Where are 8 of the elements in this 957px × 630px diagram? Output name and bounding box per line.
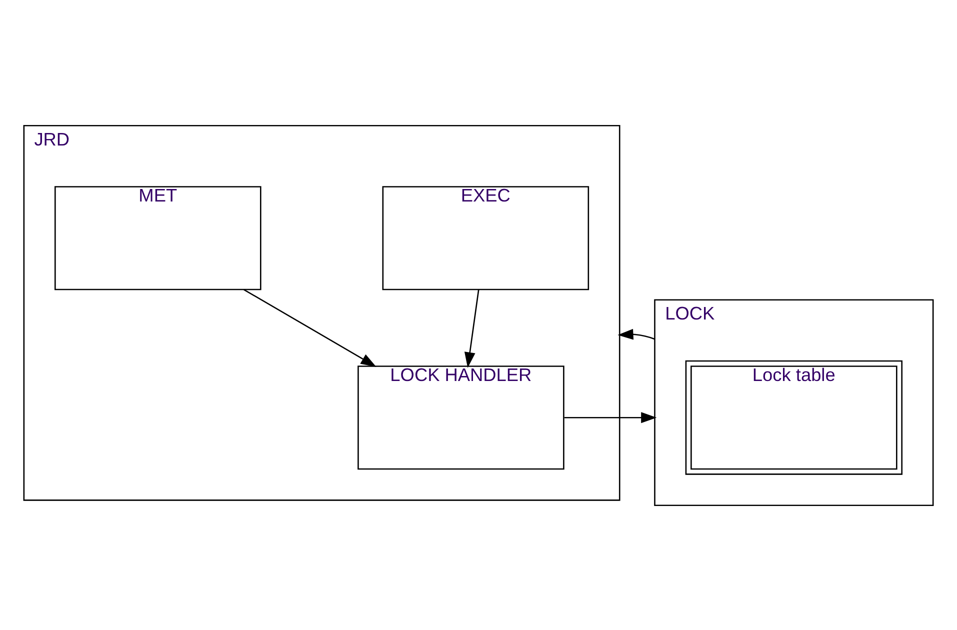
arrow: [244, 288, 376, 366]
arrow: [464, 289, 480, 368]
node-box: MET: [54, 186, 262, 290]
arrow: [618, 328, 655, 340]
node-box: EXEC: [382, 186, 590, 290]
arrow: [564, 412, 657, 423]
node-box: LOCK HANDLER: [358, 365, 564, 470]
node-box: Lock table: [685, 360, 902, 474]
